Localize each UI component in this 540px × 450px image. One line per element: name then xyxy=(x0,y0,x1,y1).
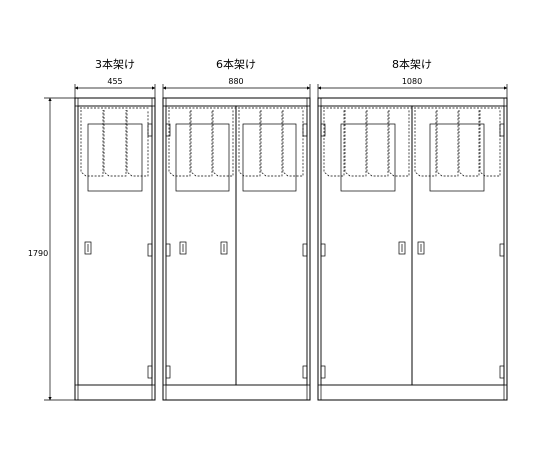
hinge xyxy=(302,123,308,137)
cabinet-3 xyxy=(74,97,156,401)
hinge xyxy=(165,365,171,379)
hinge xyxy=(320,243,326,257)
hinge xyxy=(302,243,308,257)
cabinet-8 xyxy=(317,97,508,401)
width-dimension-3: 455 xyxy=(74,77,156,98)
door-window xyxy=(242,123,297,192)
hinge xyxy=(499,365,505,379)
hanging-garment-outline xyxy=(323,107,502,177)
width-dimension-6: 880 xyxy=(162,77,311,98)
width-label-3: 455 xyxy=(107,77,122,86)
cabinet-title-6: 6本架け xyxy=(216,57,256,71)
cabinet-6 xyxy=(162,97,311,401)
lock-handle xyxy=(179,241,187,255)
hinge xyxy=(320,123,326,137)
hinge xyxy=(147,243,153,257)
hinge xyxy=(165,243,171,257)
width-label-8: 1080 xyxy=(402,77,422,86)
door-left xyxy=(320,105,413,386)
door-right xyxy=(235,105,308,386)
hinge xyxy=(320,365,326,379)
hanging-garment-outline xyxy=(168,107,305,177)
hinge xyxy=(499,123,505,137)
width-dimension-8: 1080 xyxy=(317,77,508,98)
lock-handle xyxy=(220,241,228,255)
height-label: 1790 xyxy=(28,249,48,258)
lock-handle xyxy=(84,241,92,255)
door-window xyxy=(87,123,143,192)
door-window xyxy=(175,123,230,192)
hinge xyxy=(165,123,171,137)
cabinet-title-3: 3本架け xyxy=(95,57,135,71)
hinge xyxy=(499,243,505,257)
cabinet-title-8: 8本架け xyxy=(392,57,432,71)
lock-handle xyxy=(398,241,406,255)
width-label-6: 880 xyxy=(228,77,243,86)
hinge xyxy=(302,365,308,379)
door xyxy=(77,105,153,386)
hinge xyxy=(147,123,153,137)
lock-handle xyxy=(417,241,425,255)
height-dimension: 1790 xyxy=(28,97,75,401)
hanging-garment-outline xyxy=(80,107,150,177)
hinge xyxy=(147,365,153,379)
door-window xyxy=(429,123,485,192)
door-window xyxy=(340,123,396,192)
door-left xyxy=(165,105,237,386)
